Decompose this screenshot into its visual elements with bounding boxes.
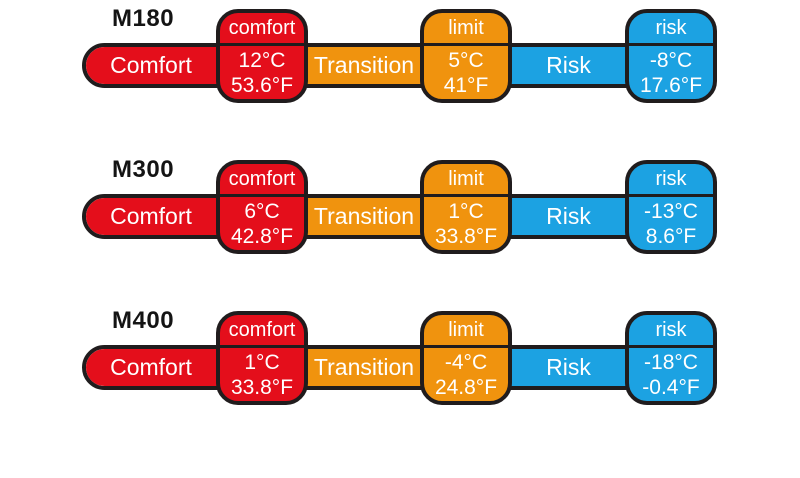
fahrenheit-value: 8.6°F — [645, 224, 697, 248]
badge-temps: 1°C 33.8°F — [220, 348, 304, 401]
badge-temps: -8°C 17.6°F — [629, 46, 713, 99]
fahrenheit-value: 24.8°F — [434, 375, 498, 399]
fahrenheit-value: -0.4°F — [642, 375, 700, 399]
fahrenheit-value: 17.6°F — [639, 73, 703, 97]
badge-title: comfort — [220, 164, 304, 197]
celsius-value: -8°C — [649, 48, 693, 72]
badge-temps: 12°C 53.6°F — [220, 46, 304, 99]
badge-title: limit — [424, 315, 508, 348]
limit-badge: limit -4°C 24.8°F — [420, 311, 512, 405]
comfort-segment-label: Comfort — [110, 203, 192, 229]
badge-temps: 5°C 41°F — [424, 46, 508, 99]
celsius-value: 12°C — [238, 48, 286, 72]
badge-title: risk — [629, 13, 713, 46]
badge-title: risk — [629, 164, 713, 197]
temperature-bar: Comfort Transition Risk — [82, 345, 700, 390]
comfort-badge: comfort 1°C 33.8°F — [216, 311, 308, 405]
transition-segment-label: Transition — [313, 354, 415, 380]
temperature-bar: Comfort Transition Risk — [82, 43, 700, 88]
risk-badge: risk -18°C -0.4°F — [625, 311, 717, 405]
comfort-segment-label: Comfort — [110, 52, 192, 78]
model-row-m400: M400 Comfort Transition Risk comfort 1°C… — [0, 307, 800, 432]
celsius-value: 1°C — [448, 199, 484, 223]
badge-title: comfort — [220, 13, 304, 46]
limit-badge: limit 1°C 33.8°F — [420, 160, 512, 254]
model-row-m300: M300 Comfort Transition Risk comfort 6°C… — [0, 156, 800, 281]
badge-title: limit — [424, 164, 508, 197]
model-label: M300 — [112, 156, 175, 183]
celsius-value: 6°C — [244, 199, 280, 223]
comfort-badge: comfort 12°C 53.6°F — [216, 9, 308, 103]
celsius-value: -4°C — [444, 350, 488, 374]
temperature-bar: Comfort Transition Risk — [82, 194, 700, 239]
badge-temps: -18°C -0.4°F — [629, 348, 713, 401]
comfort-segment-label: Comfort — [110, 354, 192, 380]
model-row-m180: M180 Comfort Transition Risk comfort 12°… — [0, 5, 800, 130]
badge-temps: 1°C 33.8°F — [424, 197, 508, 250]
risk-badge: risk -8°C 17.6°F — [625, 9, 717, 103]
fahrenheit-value: 41°F — [443, 73, 489, 97]
transition-segment-label: Transition — [313, 52, 415, 78]
badge-title: risk — [629, 315, 713, 348]
celsius-value: 5°C — [448, 48, 484, 72]
risk-badge: risk -13°C 8.6°F — [625, 160, 717, 254]
risk-segment-label: Risk — [546, 203, 591, 229]
limit-badge: limit 5°C 41°F — [420, 9, 512, 103]
badge-temps: -4°C 24.8°F — [424, 348, 508, 401]
celsius-value: -18°C — [644, 350, 698, 374]
badge-temps: 6°C 42.8°F — [220, 197, 304, 250]
badge-title: limit — [424, 13, 508, 46]
celsius-value: -13°C — [644, 199, 698, 223]
transition-segment-label: Transition — [313, 203, 415, 229]
risk-segment-label: Risk — [546, 354, 591, 380]
model-label: M180 — [112, 5, 175, 32]
fahrenheit-value: 33.8°F — [230, 375, 294, 399]
celsius-value: 1°C — [244, 350, 280, 374]
fahrenheit-value: 33.8°F — [434, 224, 498, 248]
risk-segment-label: Risk — [546, 52, 591, 78]
comfort-badge: comfort 6°C 42.8°F — [216, 160, 308, 254]
fahrenheit-value: 42.8°F — [230, 224, 294, 248]
fahrenheit-value: 53.6°F — [230, 73, 294, 97]
model-label: M400 — [112, 307, 175, 334]
badge-title: comfort — [220, 315, 304, 348]
badge-temps: -13°C 8.6°F — [629, 197, 713, 250]
